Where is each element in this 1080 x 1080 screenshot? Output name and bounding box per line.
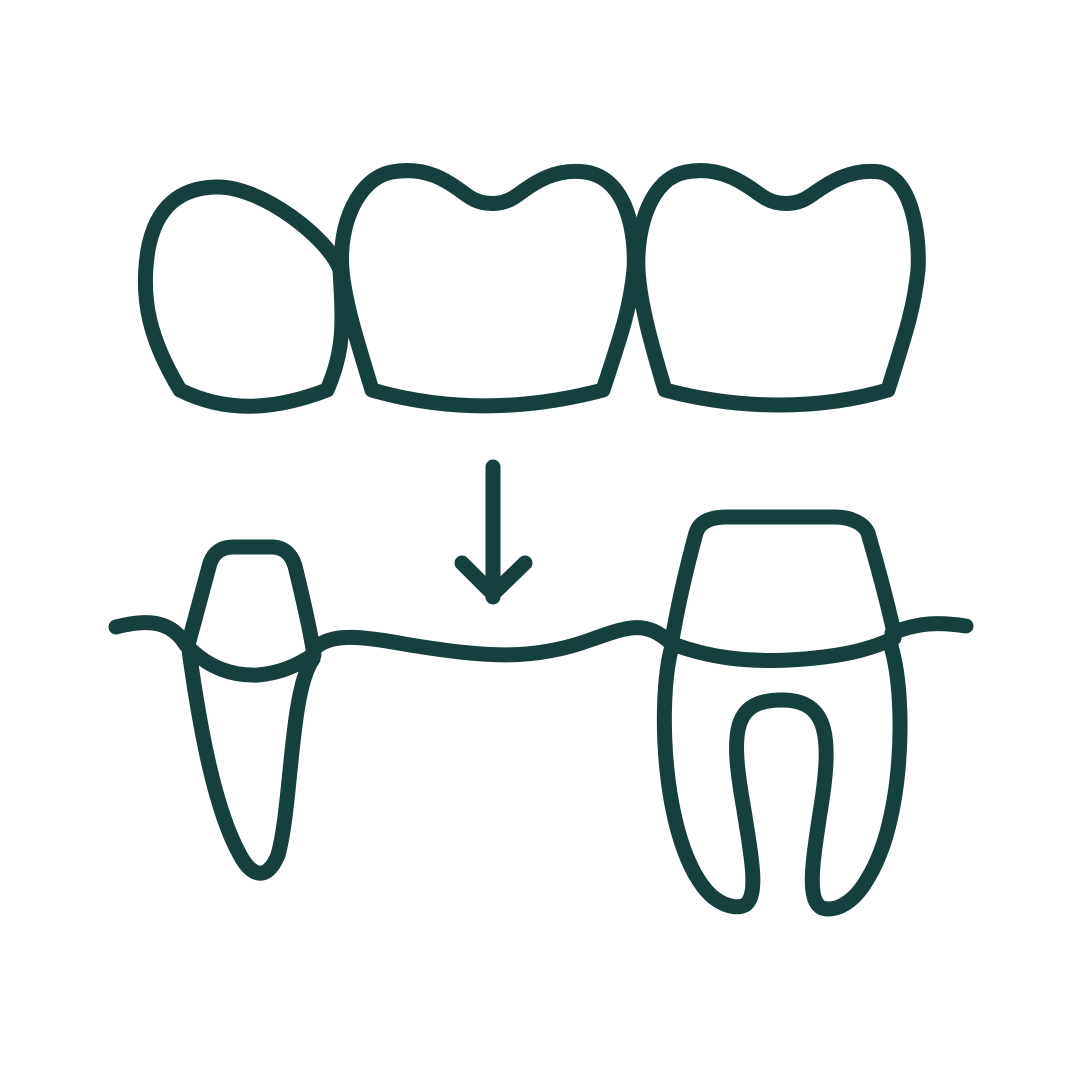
middle-crown-icon <box>334 163 642 414</box>
bridge-crowns <box>137 163 926 414</box>
left-crown-icon <box>137 179 350 414</box>
arrow-down-icon <box>454 459 533 605</box>
right-prepared-molar-icon <box>656 509 908 917</box>
left-prepared-tooth-icon <box>180 539 322 881</box>
right-crown-icon <box>630 163 926 413</box>
